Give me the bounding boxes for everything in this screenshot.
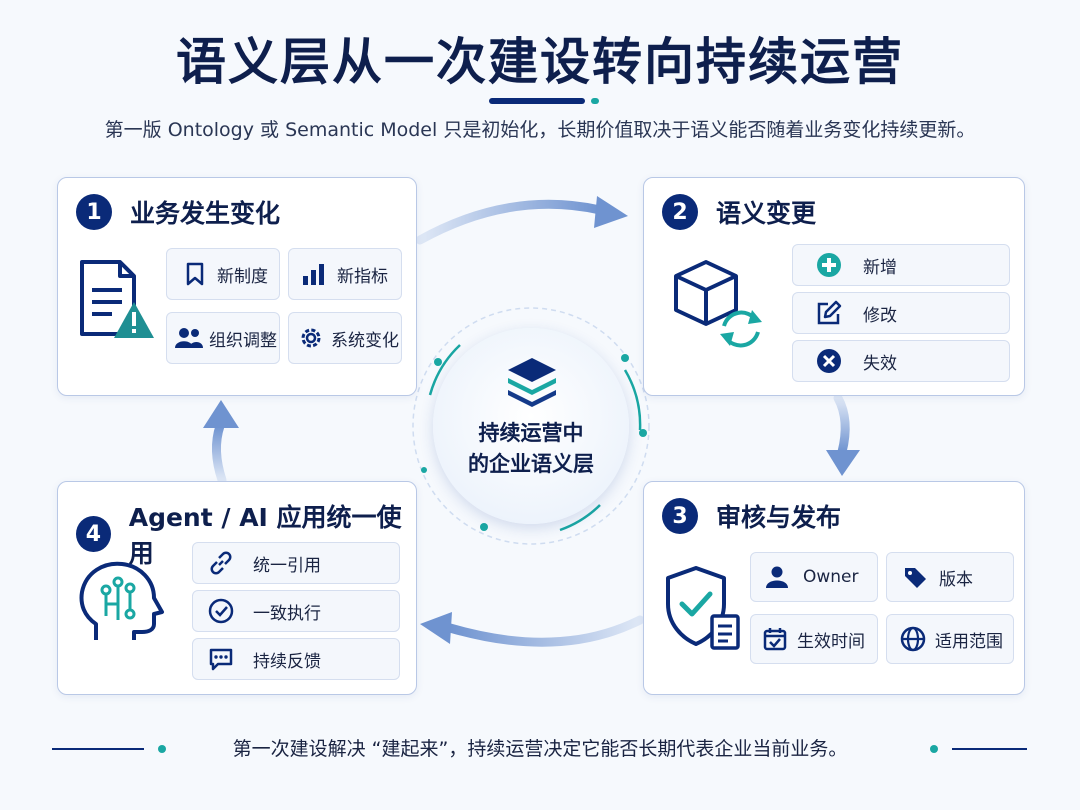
item-new-policy: 新制度	[166, 248, 280, 300]
item-owner: Owner	[750, 552, 878, 602]
layers-icon	[508, 358, 556, 407]
bookmark-icon	[181, 260, 209, 288]
center-semantic-layer: 持续运营中 的企业语义层	[433, 328, 629, 524]
calendar-check-icon	[761, 625, 789, 653]
globe-icon	[899, 625, 927, 653]
center-line1: 持续运营中	[478, 421, 584, 445]
step-number: 1	[76, 194, 112, 230]
bar-chart-icon	[299, 260, 327, 288]
item-scope: 适用范围	[886, 614, 1014, 664]
arrow-left-head	[203, 400, 239, 428]
shield-check-icon	[666, 566, 740, 650]
footer-note: 第一次建设解决 “建起来”，持续运营决定它能否长期代表企业当前业务。	[232, 738, 848, 760]
arrow-top-head	[594, 196, 628, 228]
item-new-metric: 新指标	[288, 248, 402, 300]
x-circle-icon	[815, 347, 843, 375]
card-title: 业务发生变化	[130, 199, 281, 228]
card-title: Agent / AI 应用统一使用	[128, 503, 402, 568]
card-agent-ai-usage: 4 Agent / AI 应用统一使用 统一引用 一致执行 持续反馈	[57, 481, 417, 695]
step-number: 4	[76, 516, 111, 552]
item-continuous-feedback: 持续反馈	[192, 638, 400, 680]
card-title: 审核与发布	[716, 503, 842, 532]
arrow-top	[415, 199, 605, 245]
card-title: 语义变更	[716, 199, 817, 228]
document-warning-icon	[80, 260, 154, 338]
item-add: 新增	[792, 244, 1010, 286]
center-ring	[412, 307, 650, 545]
subtitle: 第一版 Ontology 或 Semantic Model 只是初始化，长期价值…	[104, 119, 976, 141]
people-icon	[175, 324, 203, 352]
check-circle-icon	[207, 597, 235, 625]
arrow-bottom	[445, 615, 645, 647]
chat-icon	[207, 645, 235, 673]
ai-head-icon	[79, 561, 164, 640]
tag-icon	[901, 563, 929, 591]
arrow-right	[833, 393, 850, 457]
center-line2: 的企业语义层	[468, 452, 594, 476]
item-system-change: 系统变化	[288, 312, 402, 364]
page-title: 语义层从一次建设转向持续运营	[176, 33, 904, 91]
arrow-bottom-head	[420, 612, 452, 644]
card-review-publish: 3 审核与发布 Owner 版本 生效时间 适用范围	[643, 481, 1025, 695]
item-modify: 修改	[792, 292, 1010, 334]
item-version: 版本	[886, 552, 1014, 602]
card-business-change: 1 业务发生变化 新制度 新指标 组织调整 系统变化	[57, 177, 417, 396]
card-semantic-change: 2 语义变更 新增 修改 失效	[643, 177, 1025, 396]
plus-circle-icon	[815, 251, 843, 279]
edit-icon	[815, 299, 843, 327]
step-number: 2	[662, 194, 698, 230]
item-effective-time: 生效时间	[750, 614, 878, 664]
item-unified-reference: 统一引用	[192, 542, 400, 584]
item-invalidate: 失效	[792, 340, 1010, 382]
arrow-right-head	[826, 450, 860, 476]
arrow-left	[212, 421, 227, 485]
gear-icon	[297, 324, 325, 352]
link-icon	[207, 549, 235, 577]
user-icon	[763, 563, 791, 591]
cube-refresh-icon	[674, 260, 762, 348]
item-consistent-execution: 一致执行	[192, 590, 400, 632]
item-org-change: 组织调整	[166, 312, 280, 364]
step-number: 3	[662, 498, 698, 534]
